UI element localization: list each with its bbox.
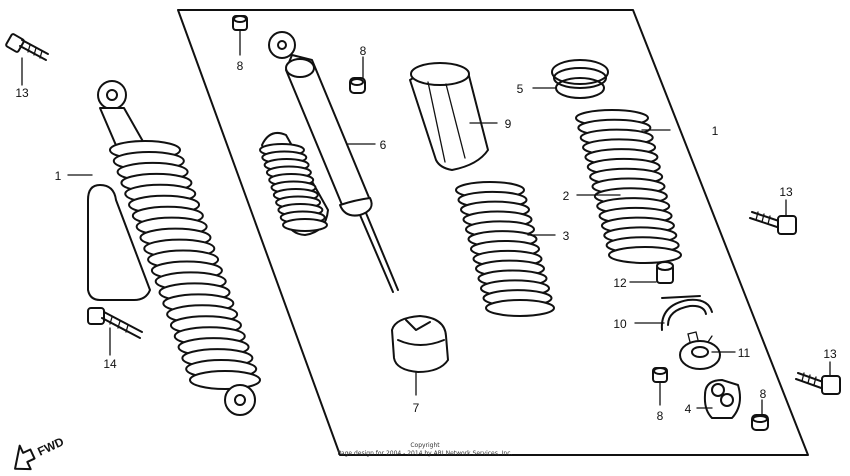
callout-c1-left: 1 (55, 169, 62, 183)
fwd-direction-indicator: FWD (14, 434, 66, 471)
nut-lower (652, 367, 668, 383)
callout-c10: 10 (613, 317, 627, 331)
nut-top-left (232, 15, 248, 31)
callout-c4: 4 (685, 402, 692, 416)
spring-coil (282, 218, 328, 232)
fwd-arrow-icon (14, 444, 36, 471)
rubber-cap (391, 315, 449, 373)
exploded-view-frame (177, 9, 809, 456)
callout-c14: 14 (103, 357, 117, 371)
fwd-label: FWD (35, 434, 66, 458)
callout-c13-b: 13 (779, 185, 793, 199)
bolt-top-left (5, 33, 49, 61)
stopper-ring (660, 295, 713, 331)
callout-c9: 9 (505, 117, 512, 131)
copyright-line-2: Page design for 2004 - 2014 by ARI Netwo… (338, 450, 513, 457)
spring-coil (189, 370, 261, 390)
lower-joint (703, 379, 741, 419)
copyright-line-1: Copyright (410, 442, 440, 449)
bolt-mid-right (749, 211, 797, 235)
bolt-bottom-right (795, 372, 841, 395)
spring-coil (485, 299, 555, 317)
callout-c7: 7 (413, 401, 420, 415)
spring-2 (575, 109, 682, 264)
assembled-shock-absorber (87, 80, 261, 416)
callout-c1-right: 1 (712, 124, 719, 138)
collar (656, 261, 674, 284)
callout-c5: 5 (517, 82, 524, 96)
callout-c8-d: 8 (760, 387, 767, 401)
callout-c12: 12 (613, 276, 627, 290)
leader-lines (21, 29, 831, 415)
spring-guide-sleeve (409, 62, 489, 171)
spring-3 (455, 181, 555, 317)
spring-coil (608, 246, 682, 264)
callout-c6: 6 (380, 138, 387, 152)
callout-c3: 3 (563, 229, 570, 243)
nut-mid (349, 77, 366, 94)
spring-adjuster (679, 331, 721, 370)
spring-seat-upper (551, 59, 609, 99)
callout-c13-c: 13 (823, 347, 837, 361)
damper-unit (259, 31, 399, 293)
callout-c11: 11 (738, 346, 751, 360)
callout-c13-a: 13 (15, 86, 29, 100)
bolt-lower-left (87, 307, 143, 339)
callout-c8-b: 8 (360, 44, 367, 58)
callout-c8-c: 8 (657, 409, 664, 423)
callout-c8-a: 8 (237, 59, 244, 73)
nut-bottom-right (751, 414, 769, 431)
callout-c2: 2 (563, 189, 570, 203)
